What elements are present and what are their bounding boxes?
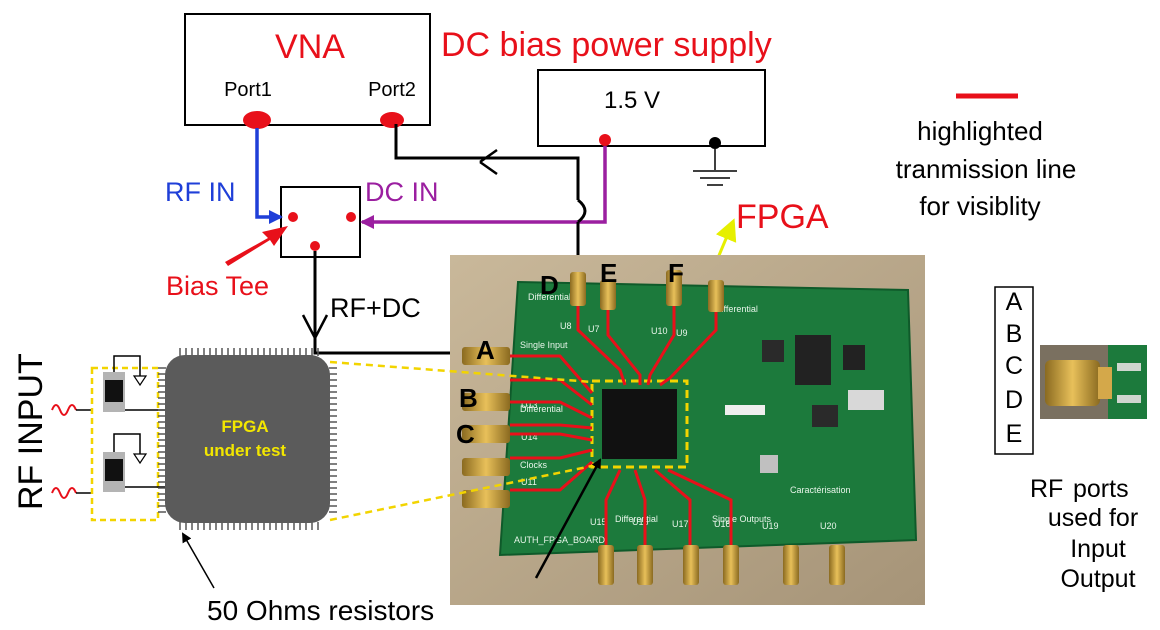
resistors-label: 50 Ohms resistors: [207, 595, 434, 626]
bias-tee-label: Bias Tee: [166, 271, 269, 301]
svg-text:ports: ports: [1073, 475, 1129, 503]
vna-port1-label: Port1: [224, 79, 272, 101]
svg-text:RF: RF: [1030, 475, 1063, 503]
port-letter-c: C: [456, 419, 475, 449]
rf-ports-caption: RF ports used for Input Output: [1030, 475, 1138, 593]
rf-in-line: [257, 128, 281, 217]
port-letter-f: F: [668, 258, 684, 288]
rf-signal-icon-1: [52, 405, 76, 415]
port-letter-a: A: [476, 335, 495, 365]
svg-text:Input: Input: [1070, 535, 1126, 563]
connector-list: A B C D E: [995, 287, 1033, 454]
svg-text:U17: U17: [672, 519, 689, 529]
svg-text:U8: U8: [560, 321, 572, 331]
svg-text:U15: U15: [590, 517, 607, 527]
svg-text:Caractérisation: Caractérisation: [790, 485, 851, 495]
fpga-label: FPGA: [736, 198, 829, 236]
vna-port1: [243, 111, 271, 129]
vna-port2: [380, 112, 404, 128]
svg-text:U7: U7: [588, 324, 600, 334]
svg-text:U10: U10: [651, 326, 668, 336]
rf-signal-icon-2: [52, 488, 76, 498]
svg-text:Single Input: Single Input: [520, 340, 568, 350]
dc-supply-box: 1.5 V: [538, 70, 765, 149]
port2-direction-arrow: [480, 150, 497, 174]
svg-text:C: C: [1005, 352, 1023, 380]
svg-text:used for: used for: [1048, 504, 1138, 532]
svg-text:D: D: [1005, 386, 1023, 414]
svg-text:E: E: [1006, 420, 1023, 448]
svg-text:U18: U18: [714, 519, 731, 529]
port-letter-b: B: [459, 383, 478, 413]
dc-in-label: DC IN: [365, 177, 439, 207]
chip-label-line1: FPGA: [221, 417, 268, 436]
legend-line1: highlighted: [917, 116, 1043, 146]
legend-line2: tranmission line: [896, 154, 1077, 184]
dc-supply-ground-terminal: [709, 137, 721, 149]
resistor-2: [103, 434, 165, 492]
rf-dc-label: RF+DC: [330, 293, 421, 323]
bias-tee-box: [281, 187, 360, 257]
fpga-chip-zoom: FPGA under test: [158, 348, 337, 530]
dc-supply-positive: [599, 134, 611, 146]
svg-text:Clocks: Clocks: [520, 460, 548, 470]
port-letter-e: E: [600, 258, 617, 288]
svg-text:U20: U20: [820, 521, 837, 531]
bias-tee-pointer-arrow: [225, 226, 288, 266]
board-fpga-chip: [602, 389, 677, 459]
legend: highlighted tranmission line for visibli…: [896, 96, 1077, 221]
dc-supply-title: DC bias power supply: [441, 26, 772, 64]
vna-box: VNA Port1 Port2: [185, 14, 430, 129]
ground-symbol: [693, 149, 737, 185]
svg-text:Output: Output: [1060, 565, 1135, 593]
rf-input-label: RF INPUT: [12, 353, 50, 510]
fpga-chip-body: [165, 355, 330, 523]
svg-text:U9: U9: [676, 328, 688, 338]
vna-title: VNA: [275, 28, 345, 66]
chip-label-line2: under test: [204, 441, 287, 460]
svg-text:B: B: [1006, 320, 1023, 348]
svg-text:A: A: [1006, 288, 1023, 316]
resistors-pointer-arrow: [183, 534, 214, 588]
dc-supply-voltage: 1.5 V: [604, 87, 660, 114]
legend-line3: for visiblity: [919, 191, 1040, 221]
port-letter-d: D: [540, 270, 559, 300]
rf-in-label: RF IN: [165, 177, 236, 207]
sma-connector-photo: [1040, 345, 1147, 419]
resistor-1: [103, 356, 165, 412]
pcb-photo: Differential Differential Single Input D…: [450, 255, 925, 605]
svg-text:U19: U19: [762, 521, 779, 531]
vna-port2-label: Port2: [368, 79, 416, 101]
